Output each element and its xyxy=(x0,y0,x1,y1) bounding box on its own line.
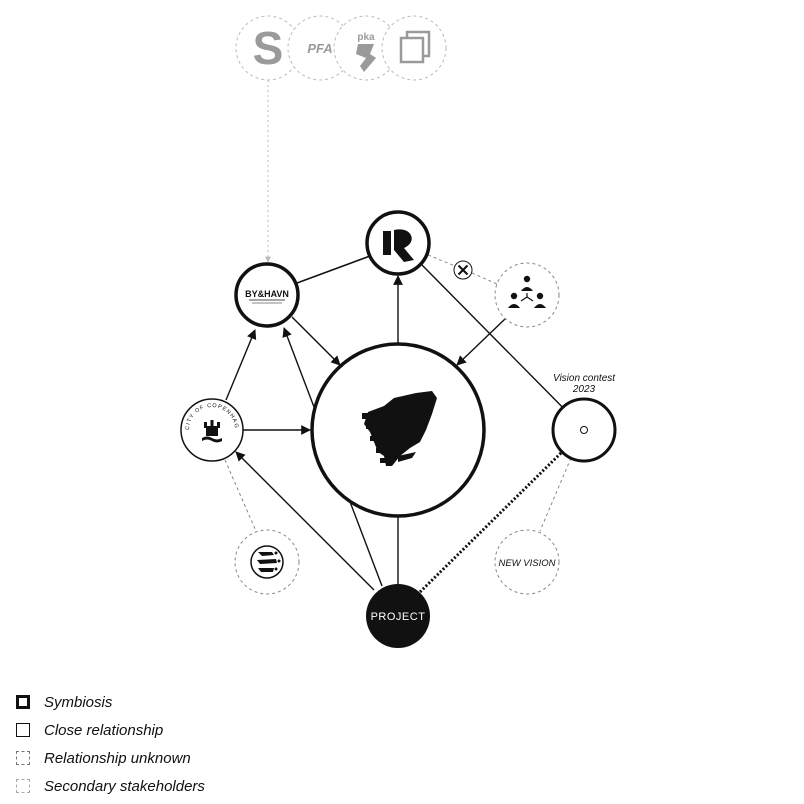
project-label: PROJECT xyxy=(371,611,426,623)
relationship-unknown-swatch xyxy=(16,751,30,765)
investor-group: S PFA pka xyxy=(235,15,447,81)
secondary-stakeholders-swatch xyxy=(16,779,30,793)
r-to-x-link xyxy=(427,254,456,267)
investor-pfa-logo: PFA xyxy=(307,41,332,56)
vision-contest-year: 2023 xyxy=(572,384,596,395)
legend-item-close: Close relationship xyxy=(16,716,205,744)
legend-label: Symbiosis xyxy=(44,693,113,711)
byhavn-logo-text: BY&HAVN xyxy=(245,289,289,299)
vision-contest-dot xyxy=(580,426,588,434)
project-to-city-link xyxy=(235,451,375,591)
new-vision-circle xyxy=(494,529,560,595)
city-to-byhavn-link xyxy=(225,329,257,401)
byhavn-node-circle xyxy=(234,262,300,328)
legend-label: Secondary stakeholders xyxy=(44,777,205,795)
city-to-secondary-link xyxy=(224,459,257,532)
city-crest-icon xyxy=(202,420,222,443)
project-node-circle xyxy=(366,584,430,648)
r-logo-icon xyxy=(383,229,414,262)
vision-to-newvision-link xyxy=(539,457,572,532)
x-to-people-link xyxy=(471,272,498,285)
vision-contest-label: Vision contest xyxy=(553,373,616,384)
organization-people-icon xyxy=(508,275,546,308)
symbiosis-swatch xyxy=(16,695,30,709)
legend-item-secondary: Secondary stakeholders xyxy=(16,772,205,800)
people-to-center-link xyxy=(456,318,506,366)
city-logo-text: CITY OF COPENHAGEN xyxy=(0,0,239,430)
project-to-vision-link xyxy=(418,450,564,594)
legend: Symbiosis Close relationship Relationshi… xyxy=(16,688,205,800)
legend-label: Relationship unknown xyxy=(44,749,191,767)
byhavn-to-r-link xyxy=(296,255,371,284)
investor-s-logo: S xyxy=(253,22,284,74)
square-logo-icon xyxy=(399,30,431,64)
legend-label: Close relationship xyxy=(44,721,164,739)
new-vision-label: NEW VISION xyxy=(498,558,555,569)
investor-pka-logo: pka xyxy=(357,32,375,43)
legend-item-symbiosis: Symbiosis xyxy=(16,688,205,716)
pka-mark-icon xyxy=(356,44,376,72)
site-silhouette-icon xyxy=(362,391,437,466)
r-to-vision-link xyxy=(421,264,585,430)
investor-square-circle xyxy=(381,15,447,81)
city-logo-arc-text: CITY OF COPENHAGEN xyxy=(0,0,238,430)
close-icon xyxy=(457,264,469,276)
lions-emblem-icon xyxy=(257,551,281,572)
legend-item-unknown: Relationship unknown xyxy=(16,744,205,772)
byhavn-to-center-link xyxy=(291,316,341,366)
close-relationship-swatch xyxy=(16,723,30,737)
